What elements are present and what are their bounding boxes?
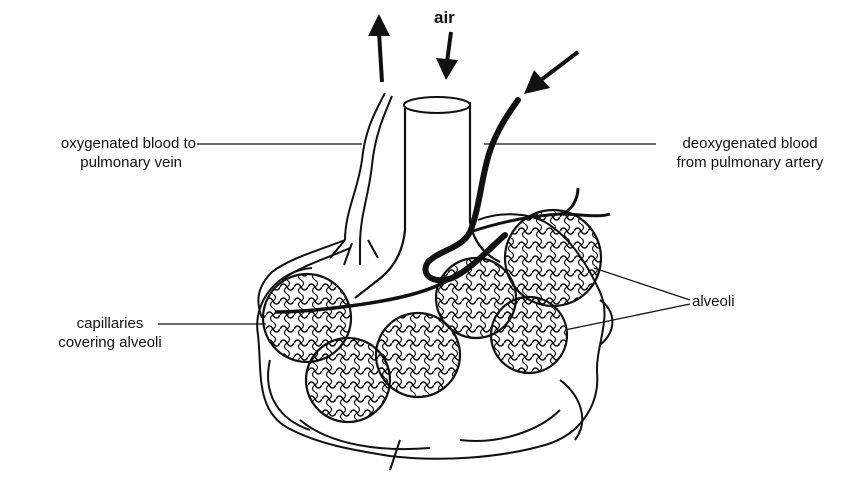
oxygenated-blood-label: oxygenated blood to pulmonary vein — [8, 134, 196, 172]
arrow-diagonal-icon — [524, 52, 578, 94]
leader-alveoli-1 — [594, 268, 690, 300]
leader-lines — [158, 144, 690, 330]
air-label: air — [434, 8, 455, 27]
alveoli-cluster — [263, 210, 601, 422]
deoxygenated-blood-label: deoxygenated blood from pulmonary artery — [650, 134, 850, 172]
leader-alveoli-2 — [565, 304, 690, 330]
deoxygenated-label-line-2: from pulmonary artery — [650, 153, 850, 172]
arrow-down-icon — [436, 32, 458, 80]
alveoli-label: alveoli — [692, 292, 735, 311]
capillaries-label-line-1: capillaries — [30, 314, 190, 333]
capillaries-label: capillaries covering alveoli — [30, 314, 190, 352]
oxygenated-label-line-2: pulmonary vein — [8, 153, 196, 172]
oxygenated-label-line-1: oxygenated blood to — [8, 134, 196, 153]
deoxygenated-label-line-1: deoxygenated blood — [650, 134, 850, 153]
arrow-up-icon — [368, 14, 390, 82]
alveolus — [505, 210, 601, 306]
alveolus — [491, 297, 567, 373]
capillaries-label-line-2: covering alveoli — [30, 333, 190, 352]
